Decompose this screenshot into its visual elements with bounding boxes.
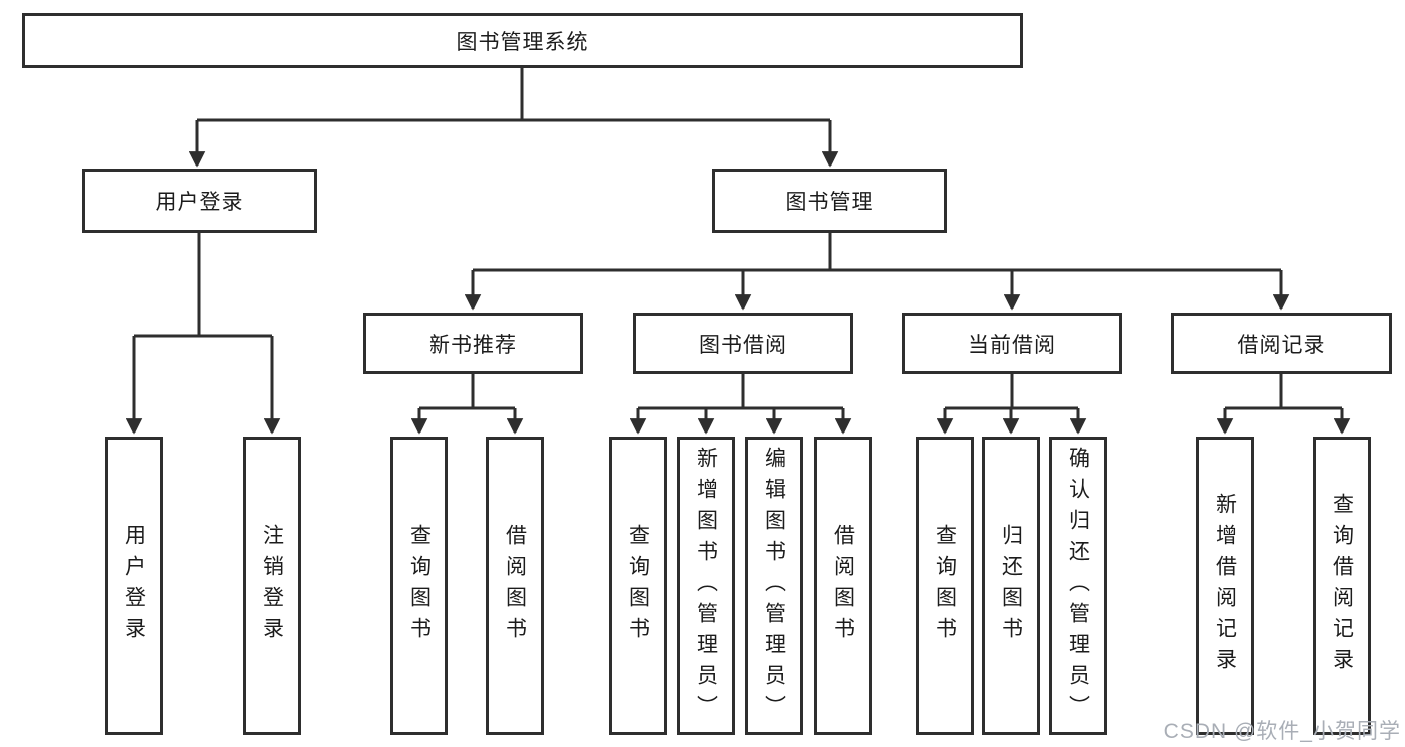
- node-borrowing-records: 借阅记录: [1171, 313, 1392, 374]
- leaf-label: 查询图书: [407, 524, 431, 648]
- leaf-query-books-2: 查询图书: [609, 437, 667, 735]
- node-book-management: 图书管理: [712, 169, 947, 233]
- leaf-query-books-1: 查询图书: [390, 437, 448, 735]
- csdn-watermark: CSDN @软件_小贺同学: [1163, 720, 1401, 743]
- leaf-add-borrow-record: 新增借阅记录: [1196, 437, 1254, 735]
- leaf-label: 用户登录: [122, 524, 146, 648]
- node-root-library-system: 图书管理系统: [22, 13, 1023, 68]
- node-book-borrowing: 图书借阅: [633, 313, 853, 374]
- leaf-edit-books-admin: 编辑图书（管理员）: [745, 437, 803, 735]
- leaf-return-books: 归还图书: [982, 437, 1040, 735]
- leaf-label: 编辑图书（管理员）: [762, 446, 786, 726]
- node-current-borrowing: 当前借阅: [902, 313, 1122, 374]
- leaf-label: 确认归还（管理员）: [1066, 446, 1090, 726]
- leaf-label: 新增图书（管理员）: [694, 446, 718, 726]
- leaf-label: 查询图书: [626, 524, 650, 648]
- leaf-label: 借阅图书: [503, 524, 527, 648]
- leaf-confirm-return-admin: 确认归还（管理员）: [1049, 437, 1107, 735]
- leaf-label: 查询图书: [933, 524, 957, 648]
- leaf-label: 新增借阅记录: [1213, 493, 1237, 679]
- leaf-borrow-books-1: 借阅图书: [486, 437, 544, 735]
- leaf-label: 查询借阅记录: [1330, 493, 1354, 679]
- leaf-borrow-books-2: 借阅图书: [814, 437, 872, 735]
- leaf-label: 借阅图书: [831, 524, 855, 648]
- leaf-user-login: 用户登录: [105, 437, 163, 735]
- leaf-query-books-3: 查询图书: [916, 437, 974, 735]
- leaf-query-borrow-record: 查询借阅记录: [1313, 437, 1371, 735]
- leaf-label: 归还图书: [999, 524, 1023, 648]
- leaf-logout: 注销登录: [243, 437, 301, 735]
- leaf-label: 注销登录: [260, 524, 284, 648]
- node-new-book-recommend: 新书推荐: [363, 313, 583, 374]
- node-user-login: 用户登录: [82, 169, 317, 233]
- leaf-add-books-admin: 新增图书（管理员）: [677, 437, 735, 735]
